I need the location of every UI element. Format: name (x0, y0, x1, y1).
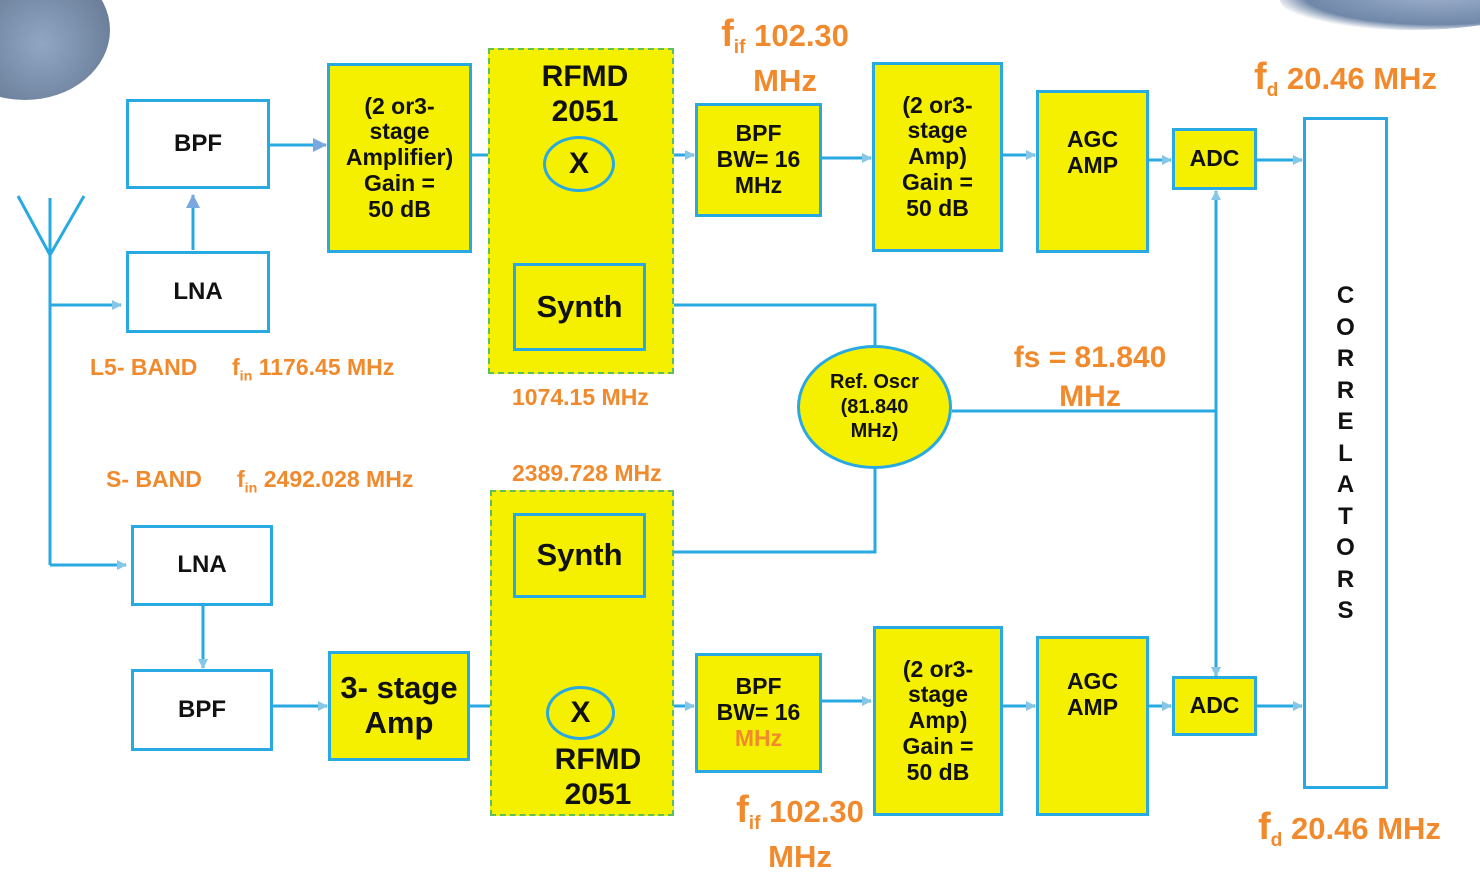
correlators-letter: E (1337, 408, 1354, 435)
sampling-frequency-label: fs = 81.840 MHz (1013, 341, 1167, 413)
top-if-amplifier: (2 or3- stage Amp) Gain = 50 dB (872, 62, 1003, 252)
s-band-label: S- BAND (106, 466, 202, 492)
antenna-icon (16, 195, 86, 565)
correlators-letter: A (1336, 471, 1355, 498)
top-bpf-if: BPF BW= 16 MHz (695, 103, 822, 217)
bottom-lo-frequency: 2389.728 MHz (512, 460, 662, 486)
top-mixer: X (543, 136, 615, 192)
top-adc: ADC (1172, 128, 1257, 190)
bottom-if-amplifier: (2 or3- stage Amp) Gain = 50 dB (873, 626, 1003, 816)
bottom-adc: ADC (1172, 676, 1257, 736)
bottom-rfmd-label: RFMD 2051 (554, 743, 642, 811)
correlators-letter: T (1338, 502, 1353, 530)
correlators-letter: C (1336, 282, 1355, 309)
bottom-lna: LNA (131, 525, 273, 606)
bottom-agc-amp: AGC AMP (1036, 636, 1149, 816)
bottom-amplifier: 3- stage Amp (328, 651, 470, 761)
top-bpf: BPF (126, 99, 270, 189)
top-rfmd-label: RFMD 2051 (541, 60, 629, 128)
top-lna: LNA (126, 251, 270, 333)
correlators-letter: O (1336, 534, 1355, 561)
top-amplifier: (2 or3- stage Amplifier) Gain = 50 dB (327, 63, 472, 253)
s-input-frequency: fin 2492.028 MHz (237, 466, 414, 497)
correlators-letter: O (1336, 313, 1355, 341)
correlators-letter: L (1338, 439, 1353, 467)
correlators-letter: S (1337, 597, 1354, 624)
top-output-frequency: fd 20.46 MHz (1254, 56, 1437, 102)
l5-input-frequency: fin 1176.45 MHz (232, 354, 395, 385)
correlators-block: C O R R E L A T O R S (1303, 117, 1388, 789)
top-if-frequency: fif 102.30 MHz (721, 13, 849, 99)
top-agc-amp: AGC AMP (1036, 90, 1149, 253)
l5-band-label: L5- BAND (90, 354, 198, 380)
bottom-mixer: X (546, 686, 615, 740)
correlators-letter: R (1336, 376, 1355, 404)
correlators-letter: R (1336, 565, 1355, 593)
top-lo-frequency: 1074.15 MHz (512, 384, 649, 410)
bottom-if-frequency: fif 102.30 MHz (736, 789, 864, 873)
bottom-bpf: BPF (131, 669, 273, 751)
top-synth: Synth (513, 263, 646, 351)
correlators-letter: R (1336, 345, 1355, 372)
bottom-bpf-if: BPF BW= 16 MHz (695, 653, 822, 773)
bottom-synth: Synth (513, 513, 646, 598)
reference-oscillator: Ref. Oscr (81.840 MHz) (797, 345, 952, 469)
bottom-output-frequency: fd 20.46 MHz (1258, 806, 1441, 852)
